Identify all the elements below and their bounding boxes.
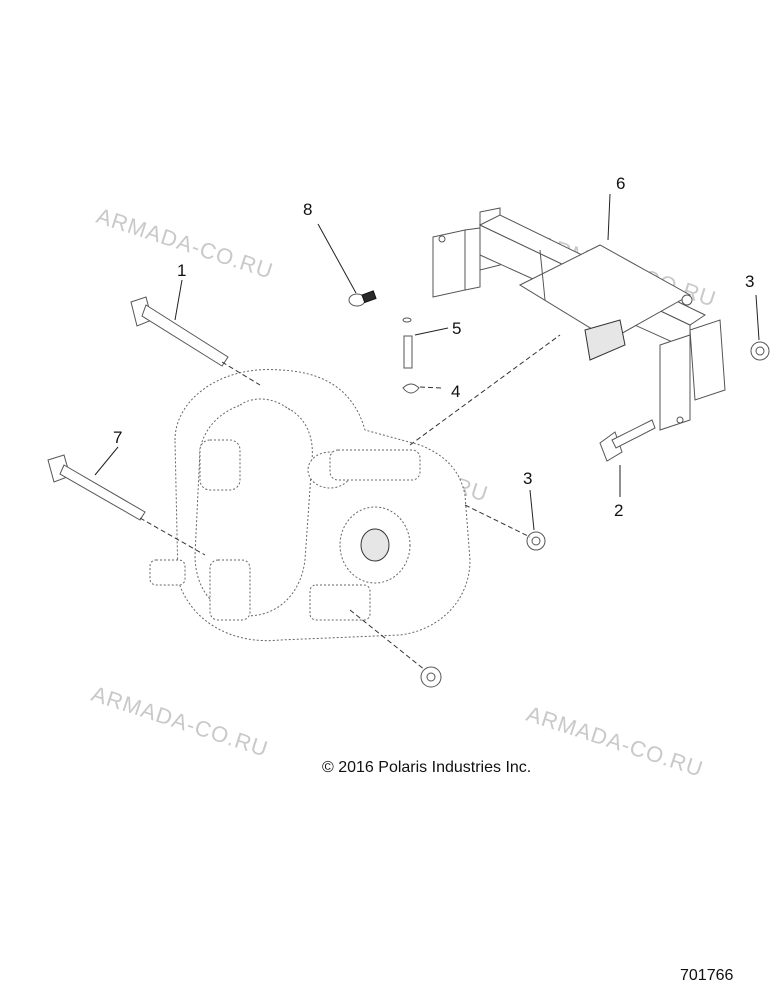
part-1-bolt [130,296,229,367]
guide-lines [139,334,561,671]
figure-number: 701766 [680,967,733,984]
part-4-clip [402,383,420,394]
callout-1: 1 [177,261,186,280]
watermark-5: ARMADA-CO.RU [523,701,706,782]
callout-labels: 1 2 3 3 4 5 6 7 8 [113,174,754,520]
part-6-bracket [432,207,726,431]
leader-lines [94,193,760,531]
callout-4: 4 [451,382,460,401]
part-5-pin [402,317,413,369]
part-3-nut-right [750,341,770,361]
callout-8: 8 [303,200,312,219]
callout-3-right: 3 [745,272,754,291]
transmission-housing [149,369,471,642]
part-nut-bottom [420,666,442,688]
part-8-sensor [348,290,377,307]
part-7-bolt [47,454,146,521]
watermark-4: ARMADA-CO.RU [88,681,271,762]
callout-6: 6 [616,174,625,193]
callout-3-middle: 3 [523,469,532,488]
callout-7: 7 [113,428,122,447]
callout-2: 2 [614,501,623,520]
callout-5: 5 [452,319,461,338]
copyright-text: © 2016 Polaris Industries Inc. [322,759,531,776]
part-3-nut-middle [526,531,546,551]
part-2-bolt [599,419,656,462]
